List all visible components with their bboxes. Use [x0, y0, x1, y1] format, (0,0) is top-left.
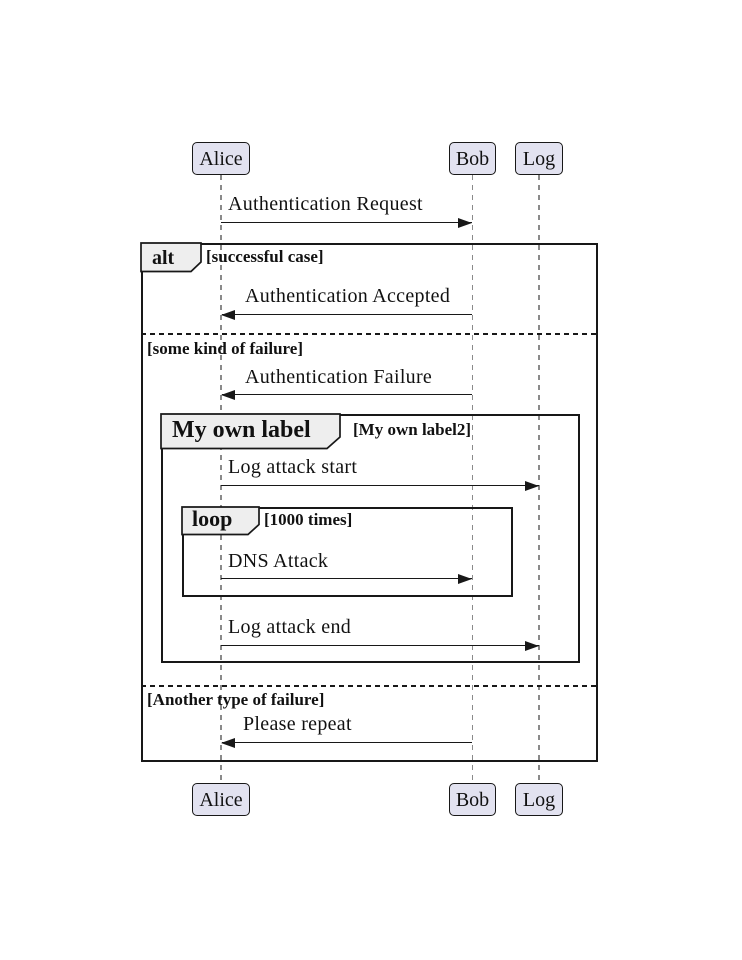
- alt-guard-successful-case: [successful case]: [206, 247, 324, 266]
- message-line: [221, 485, 539, 487]
- lifeline-bob: [471, 175, 474, 783]
- message-line: [222, 314, 472, 316]
- group-frame-tab: [160, 413, 341, 450]
- message-line: [221, 578, 472, 580]
- arrowhead-right-icon: [525, 480, 539, 491]
- alt-divider-1: [141, 333, 598, 335]
- message-line: [221, 222, 472, 224]
- arrowhead-left-icon: [221, 309, 235, 320]
- participant-alice-top: Alice: [192, 142, 250, 175]
- participant-log-top: Log: [515, 142, 563, 175]
- arrowhead-right-icon: [458, 217, 472, 228]
- loop-frame-tab: [181, 506, 260, 536]
- alt-guard-another-type-of-failure: [Another type of failure]: [147, 690, 325, 709]
- message-line: [222, 742, 472, 744]
- alt-divider-2: [141, 685, 598, 687]
- participant-log-bottom: Log: [515, 783, 563, 816]
- alt-guard-some-kind-of-failure: [some kind of failure]: [147, 339, 303, 358]
- group-guard: [My own label2]: [353, 420, 472, 439]
- arrowhead-right-icon: [525, 640, 539, 651]
- lifeline-log: [538, 175, 540, 783]
- message-line: [222, 394, 472, 396]
- lifeline-alice: [220, 175, 222, 783]
- participant-bob-bottom: Bob: [449, 783, 496, 816]
- message-line: [221, 645, 539, 647]
- message-label: Log attack start: [228, 456, 358, 478]
- arrowhead-left-icon: [221, 389, 235, 400]
- group-frame: [161, 414, 580, 663]
- group-keyword: My own label: [172, 417, 311, 443]
- loop-frame: [182, 507, 513, 597]
- alt-frame-tab: [140, 242, 202, 273]
- participant-bob-top: Bob: [449, 142, 496, 175]
- loop-guard: [1000 times]: [264, 510, 353, 529]
- arrowhead-left-icon: [221, 737, 235, 748]
- alt-keyword: alt: [152, 247, 175, 269]
- message-label: Authentication Failure: [245, 366, 433, 388]
- message-label: DNS Attack: [228, 550, 329, 572]
- message-label: Authentication Accepted: [245, 285, 451, 307]
- loop-keyword: loop: [192, 506, 233, 531]
- alt-frame: [141, 243, 598, 762]
- participant-alice-bottom: Alice: [192, 783, 250, 816]
- arrowhead-right-icon: [458, 573, 472, 584]
- message-label: Please repeat: [243, 713, 352, 735]
- message-label: Log attack end: [228, 616, 352, 638]
- message-label: Authentication Request: [228, 193, 423, 215]
